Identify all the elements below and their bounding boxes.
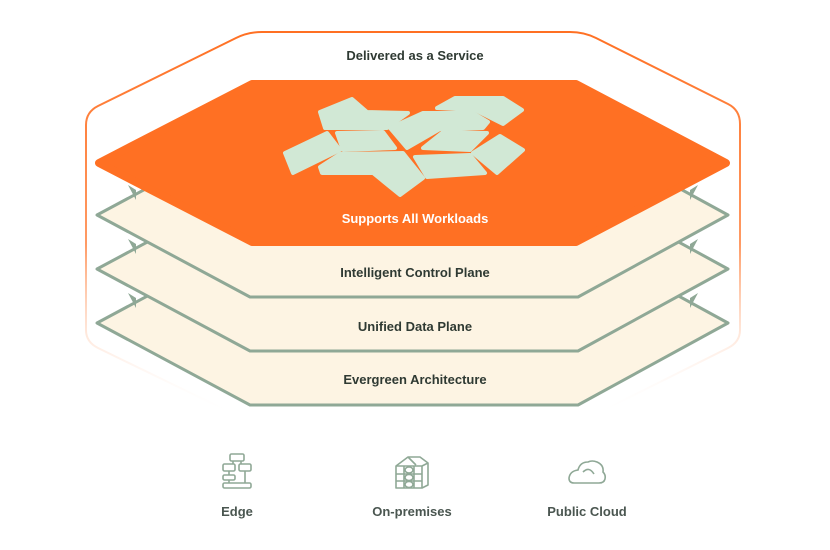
layer-label-workloads: Supports All Workloads <box>341 211 489 226</box>
layer-label-evergreen: Evergreen Architecture <box>343 372 487 387</box>
platform-label: On-premises <box>372 504 452 519</box>
platform-on-premises: On-premises <box>332 452 492 519</box>
service-outline <box>85 31 741 418</box>
platform-label: Edge <box>221 504 253 519</box>
edge-icon <box>222 453 252 489</box>
building-icon <box>395 456 429 489</box>
platform-label: Public Cloud <box>547 504 627 519</box>
delivered-as-service-label: Delivered as a Service <box>346 48 484 63</box>
connector-left <box>128 185 136 308</box>
platform-public-cloud: Public Cloud <box>507 452 667 519</box>
layer-label-control-plane: Intelligent Control Plane <box>340 265 490 280</box>
platform-edge: Edge <box>157 452 317 519</box>
connector-right <box>690 185 698 308</box>
workload-bricks-icon <box>283 96 525 197</box>
layer-label-data-plane: Unified Data Plane <box>357 319 473 334</box>
cloud-icon <box>568 460 607 484</box>
